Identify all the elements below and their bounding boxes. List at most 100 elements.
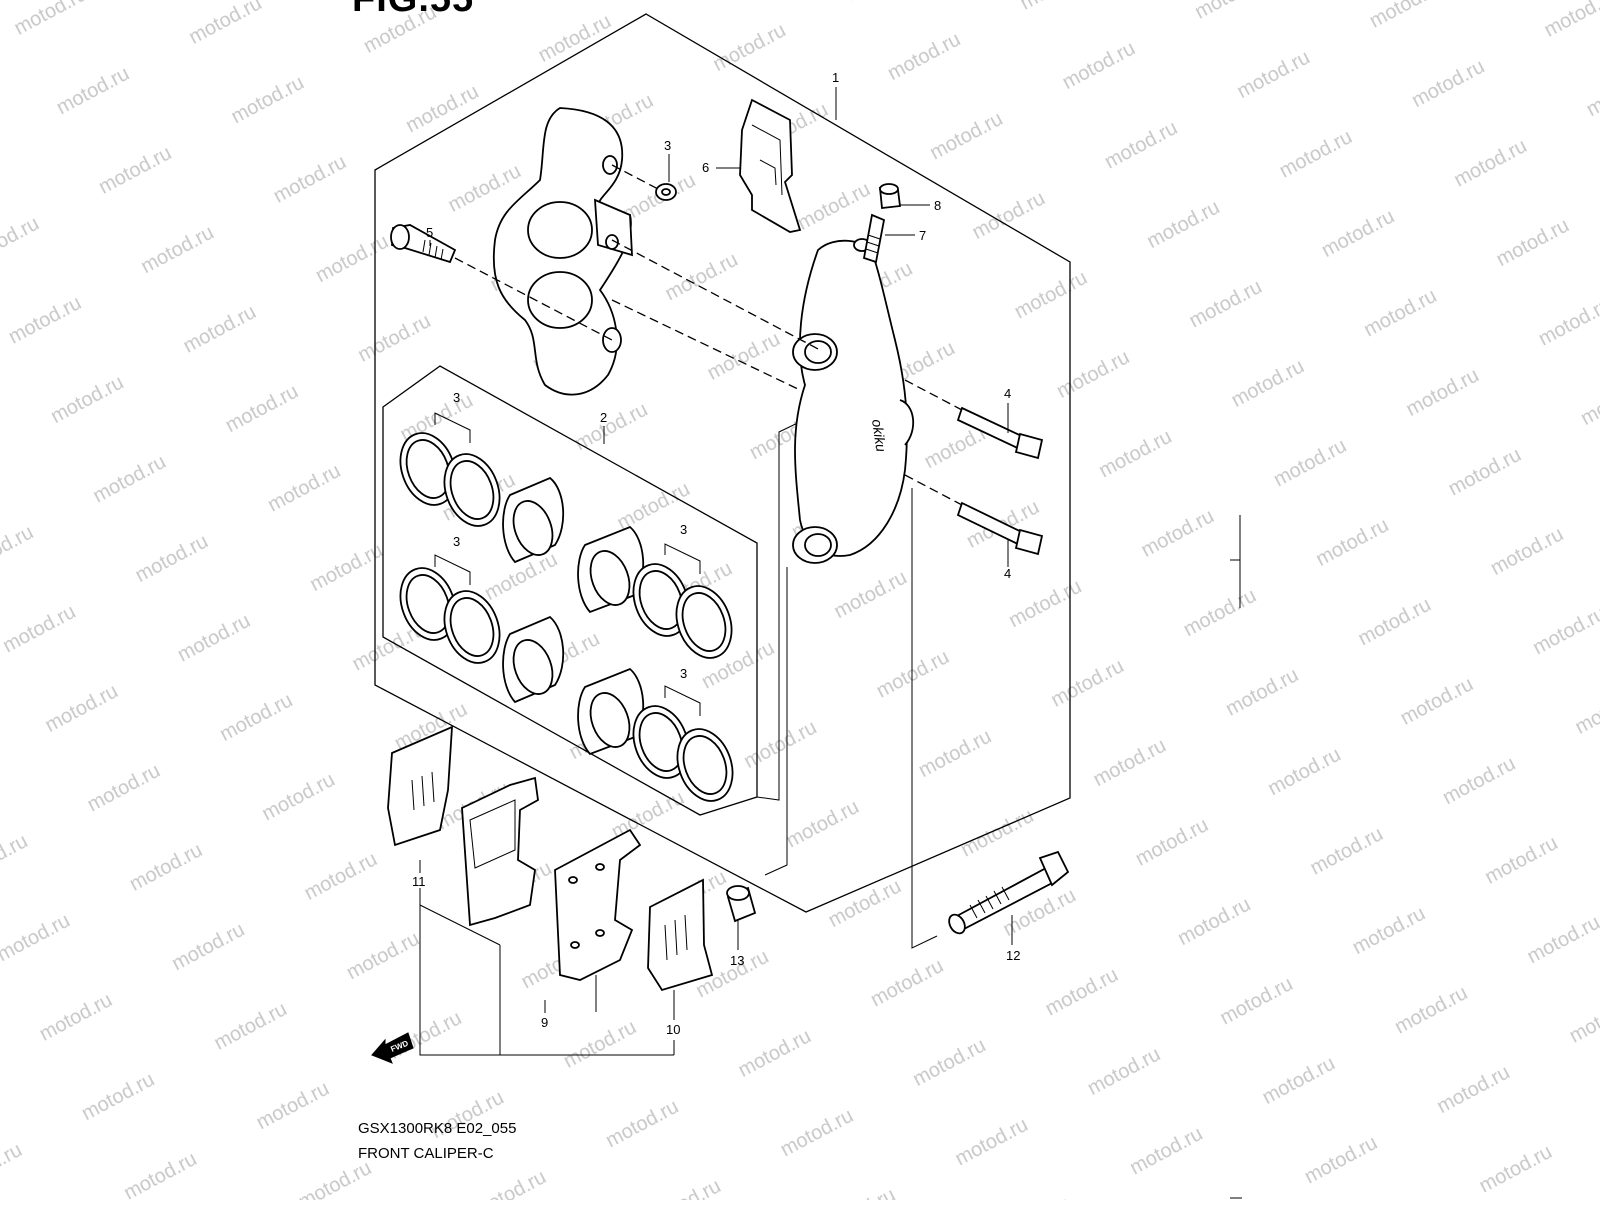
- pad-shim-11-detail: [411, 771, 435, 811]
- caliper-mount-hole-upper: [804, 340, 832, 364]
- callout-11: 11: [412, 874, 426, 889]
- piston-3-face: [512, 639, 554, 695]
- callout-7: 7: [919, 228, 926, 243]
- callout-3-d: 3: [680, 666, 687, 681]
- washer-3-top-hole: [661, 188, 671, 196]
- leader-9-bracket: [419, 888, 674, 1056]
- pad-spring-detail: [751, 124, 783, 196]
- callout-3-b: 3: [453, 534, 460, 549]
- pin-4-lower-head: [1014, 528, 1044, 556]
- seal-ring-7-inner: [638, 712, 684, 772]
- bleeder-hole: [602, 155, 618, 175]
- callout-13: 13: [730, 953, 744, 968]
- callout-5: 5: [426, 225, 433, 240]
- piston-2-face: [589, 550, 631, 606]
- caliper-brand-logo: okiku: [869, 418, 889, 453]
- leader-9-branches: [419, 904, 597, 1055]
- dash-line-pin4-lower: [904, 474, 963, 506]
- bolt-12: [948, 850, 1070, 935]
- caliper-half-right: okiku: [792, 238, 914, 564]
- pad-9b-rivet-4: [595, 929, 605, 937]
- caliper-tab-hole: [605, 234, 619, 250]
- assembly-1-outline: [374, 13, 1071, 913]
- bracket-line-b: [764, 567, 788, 876]
- caliper-mount-hole-lower: [804, 533, 832, 557]
- model-code: GSX1300RK8 E02_055: [358, 1120, 517, 1137]
- callout-1: 1: [832, 70, 839, 85]
- piston-1-face: [512, 500, 554, 556]
- piston-bore-lower: [527, 271, 593, 329]
- seal-ring-5-inner: [405, 574, 451, 634]
- bolt-5-threads: [422, 239, 444, 261]
- dash-line-top: [611, 239, 821, 351]
- pin-4-lower: [956, 501, 1044, 556]
- bolt-12-head: [1038, 850, 1070, 887]
- seal-ring-8-inner: [682, 735, 728, 795]
- callout-12: 12: [1006, 948, 1020, 963]
- ref3-bracket-d: [664, 685, 701, 716]
- seal-ring-6-inner: [449, 597, 495, 657]
- callout-2: 2: [600, 410, 607, 425]
- seal-ring-4-inner: [681, 592, 727, 652]
- callout-10: 10: [666, 1022, 680, 1037]
- diagram-caption: FRONT CALIPER-C: [358, 1145, 494, 1162]
- bolt-5: [390, 224, 457, 264]
- bracket-line-c: [911, 488, 938, 949]
- caliper-half-left: [492, 107, 633, 396]
- bolt-12-end: [948, 913, 966, 935]
- callout-6: 6: [702, 160, 709, 175]
- brake-pad-9b: [554, 828, 642, 981]
- brake-pad-9a-friction: [469, 799, 516, 869]
- callout-8: 8: [934, 198, 941, 213]
- piston-row-upper: [399, 432, 733, 659]
- callout-3-c: 3: [680, 522, 687, 537]
- pad-9b-rivet-2: [595, 863, 605, 871]
- bolt-5-head: [390, 224, 410, 250]
- callout-3-a: 3: [453, 390, 460, 405]
- pad-shim-10: [647, 878, 714, 992]
- bleeder-7-threads: [865, 234, 881, 254]
- seal-ring-2-inner: [449, 460, 495, 520]
- bleeder-cap-8-top: [879, 183, 899, 195]
- dash-line-mid: [611, 299, 801, 391]
- piston-bore-upper: [527, 201, 593, 259]
- piston-row-lower: [399, 567, 734, 802]
- bleeder-7: [862, 213, 886, 264]
- pad-shim-11: [387, 725, 453, 847]
- caliper-body-right: [794, 239, 908, 557]
- ref3-bracket-b: [434, 554, 471, 585]
- brake-pad-9a: [461, 776, 539, 927]
- callout-4-upper: 4: [1004, 386, 1011, 401]
- sleeve-13-top: [726, 885, 750, 901]
- sleeve-13: [726, 885, 757, 923]
- pad-9b-rivet-1: [568, 876, 578, 884]
- piston-4-face: [589, 692, 631, 748]
- right-marker-line: [1230, 515, 1241, 608]
- pad-spring-shape: [739, 98, 802, 233]
- seal-ring-3-inner: [638, 570, 684, 630]
- callout-4-lower: 4: [1004, 566, 1011, 581]
- bolt-12-threads: [969, 886, 1010, 919]
- figure-title: FIG.55: [352, 0, 474, 21]
- pin-4-upper-head: [1014, 432, 1044, 460]
- pin-4-upper: [956, 406, 1044, 460]
- callout-9: 9: [541, 1015, 548, 1030]
- bleeder-cap-8: [878, 183, 902, 209]
- caliper-lug: [899, 399, 914, 446]
- caliper-tab: [594, 198, 633, 257]
- callout-3-top: 3: [664, 138, 671, 153]
- pad-shim-10-detail: [664, 914, 688, 961]
- dash-line-bolt5: [454, 257, 613, 341]
- ref3-bracket-a: [434, 412, 471, 443]
- dash-line-washer: [611, 164, 661, 191]
- bracket-line-a: [756, 417, 809, 801]
- dash-line-pin4-upper: [904, 379, 963, 411]
- mount-hole: [602, 327, 622, 353]
- ref3-bracket-c: [664, 543, 701, 574]
- pad-9b-rivet-3: [570, 941, 580, 949]
- seal-ring-1-inner: [405, 439, 451, 499]
- pad-spring-6: [739, 98, 802, 233]
